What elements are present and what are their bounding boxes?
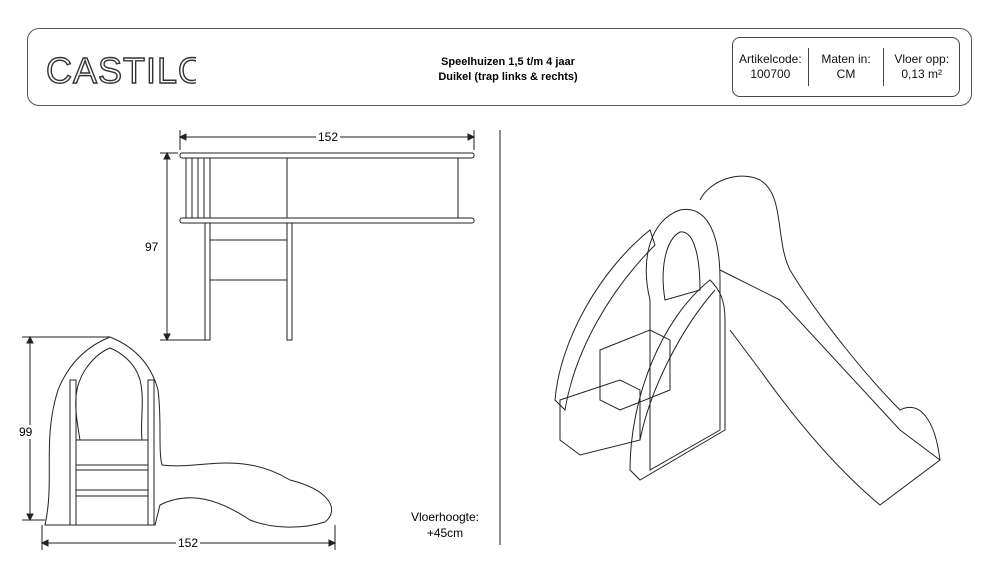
top-depth-dimension: 97 — [143, 240, 161, 254]
top-width-dimension: 152 — [316, 130, 341, 144]
divider — [807, 48, 809, 86]
floor-area-value: 0,13 m² — [901, 67, 943, 81]
units-label: Maten in: — [821, 52, 871, 66]
floor-area: Vloer opp:0,13 m² — [884, 52, 959, 82]
drawing-title: Speelhuizen 1,5 t/m 4 jaar Duikel (trap … — [408, 55, 608, 85]
info-box: Artikelcode:100700 Maten in:CM Vloer opp… — [732, 37, 960, 97]
title-block: CASTILO Speelhuizen 1,5 t/m 4 jaar Duike… — [27, 28, 972, 106]
side-view — [22, 335, 337, 550]
article-code-label: Artikelcode: — [738, 52, 802, 66]
side-height-dimension: 99 — [17, 425, 35, 439]
isometric-view — [554, 175, 941, 506]
top-view — [160, 130, 476, 342]
floor-height-value: +45cm — [426, 526, 464, 540]
divider — [883, 48, 885, 86]
svg-text:CASTILO: CASTILO — [46, 50, 196, 89]
article-code: Artikelcode:100700 — [733, 52, 808, 82]
title-line-2: Duikel (trap links & rechts) — [438, 71, 578, 83]
side-width-dimension: 152 — [176, 536, 201, 550]
article-code-value: 100700 — [750, 67, 791, 81]
floor-height-note: Vloerhoogte: +45cm — [400, 509, 490, 541]
floor-height-label: Vloerhoogte: — [410, 510, 480, 524]
units-value: CM — [836, 67, 856, 81]
units: Maten in:CM — [809, 52, 884, 82]
title-line-1: Speelhuizen 1,5 t/m 4 jaar — [441, 56, 575, 68]
castilo-logo: CASTILO — [46, 49, 196, 89]
floor-area-label: Vloer opp: — [894, 52, 950, 66]
